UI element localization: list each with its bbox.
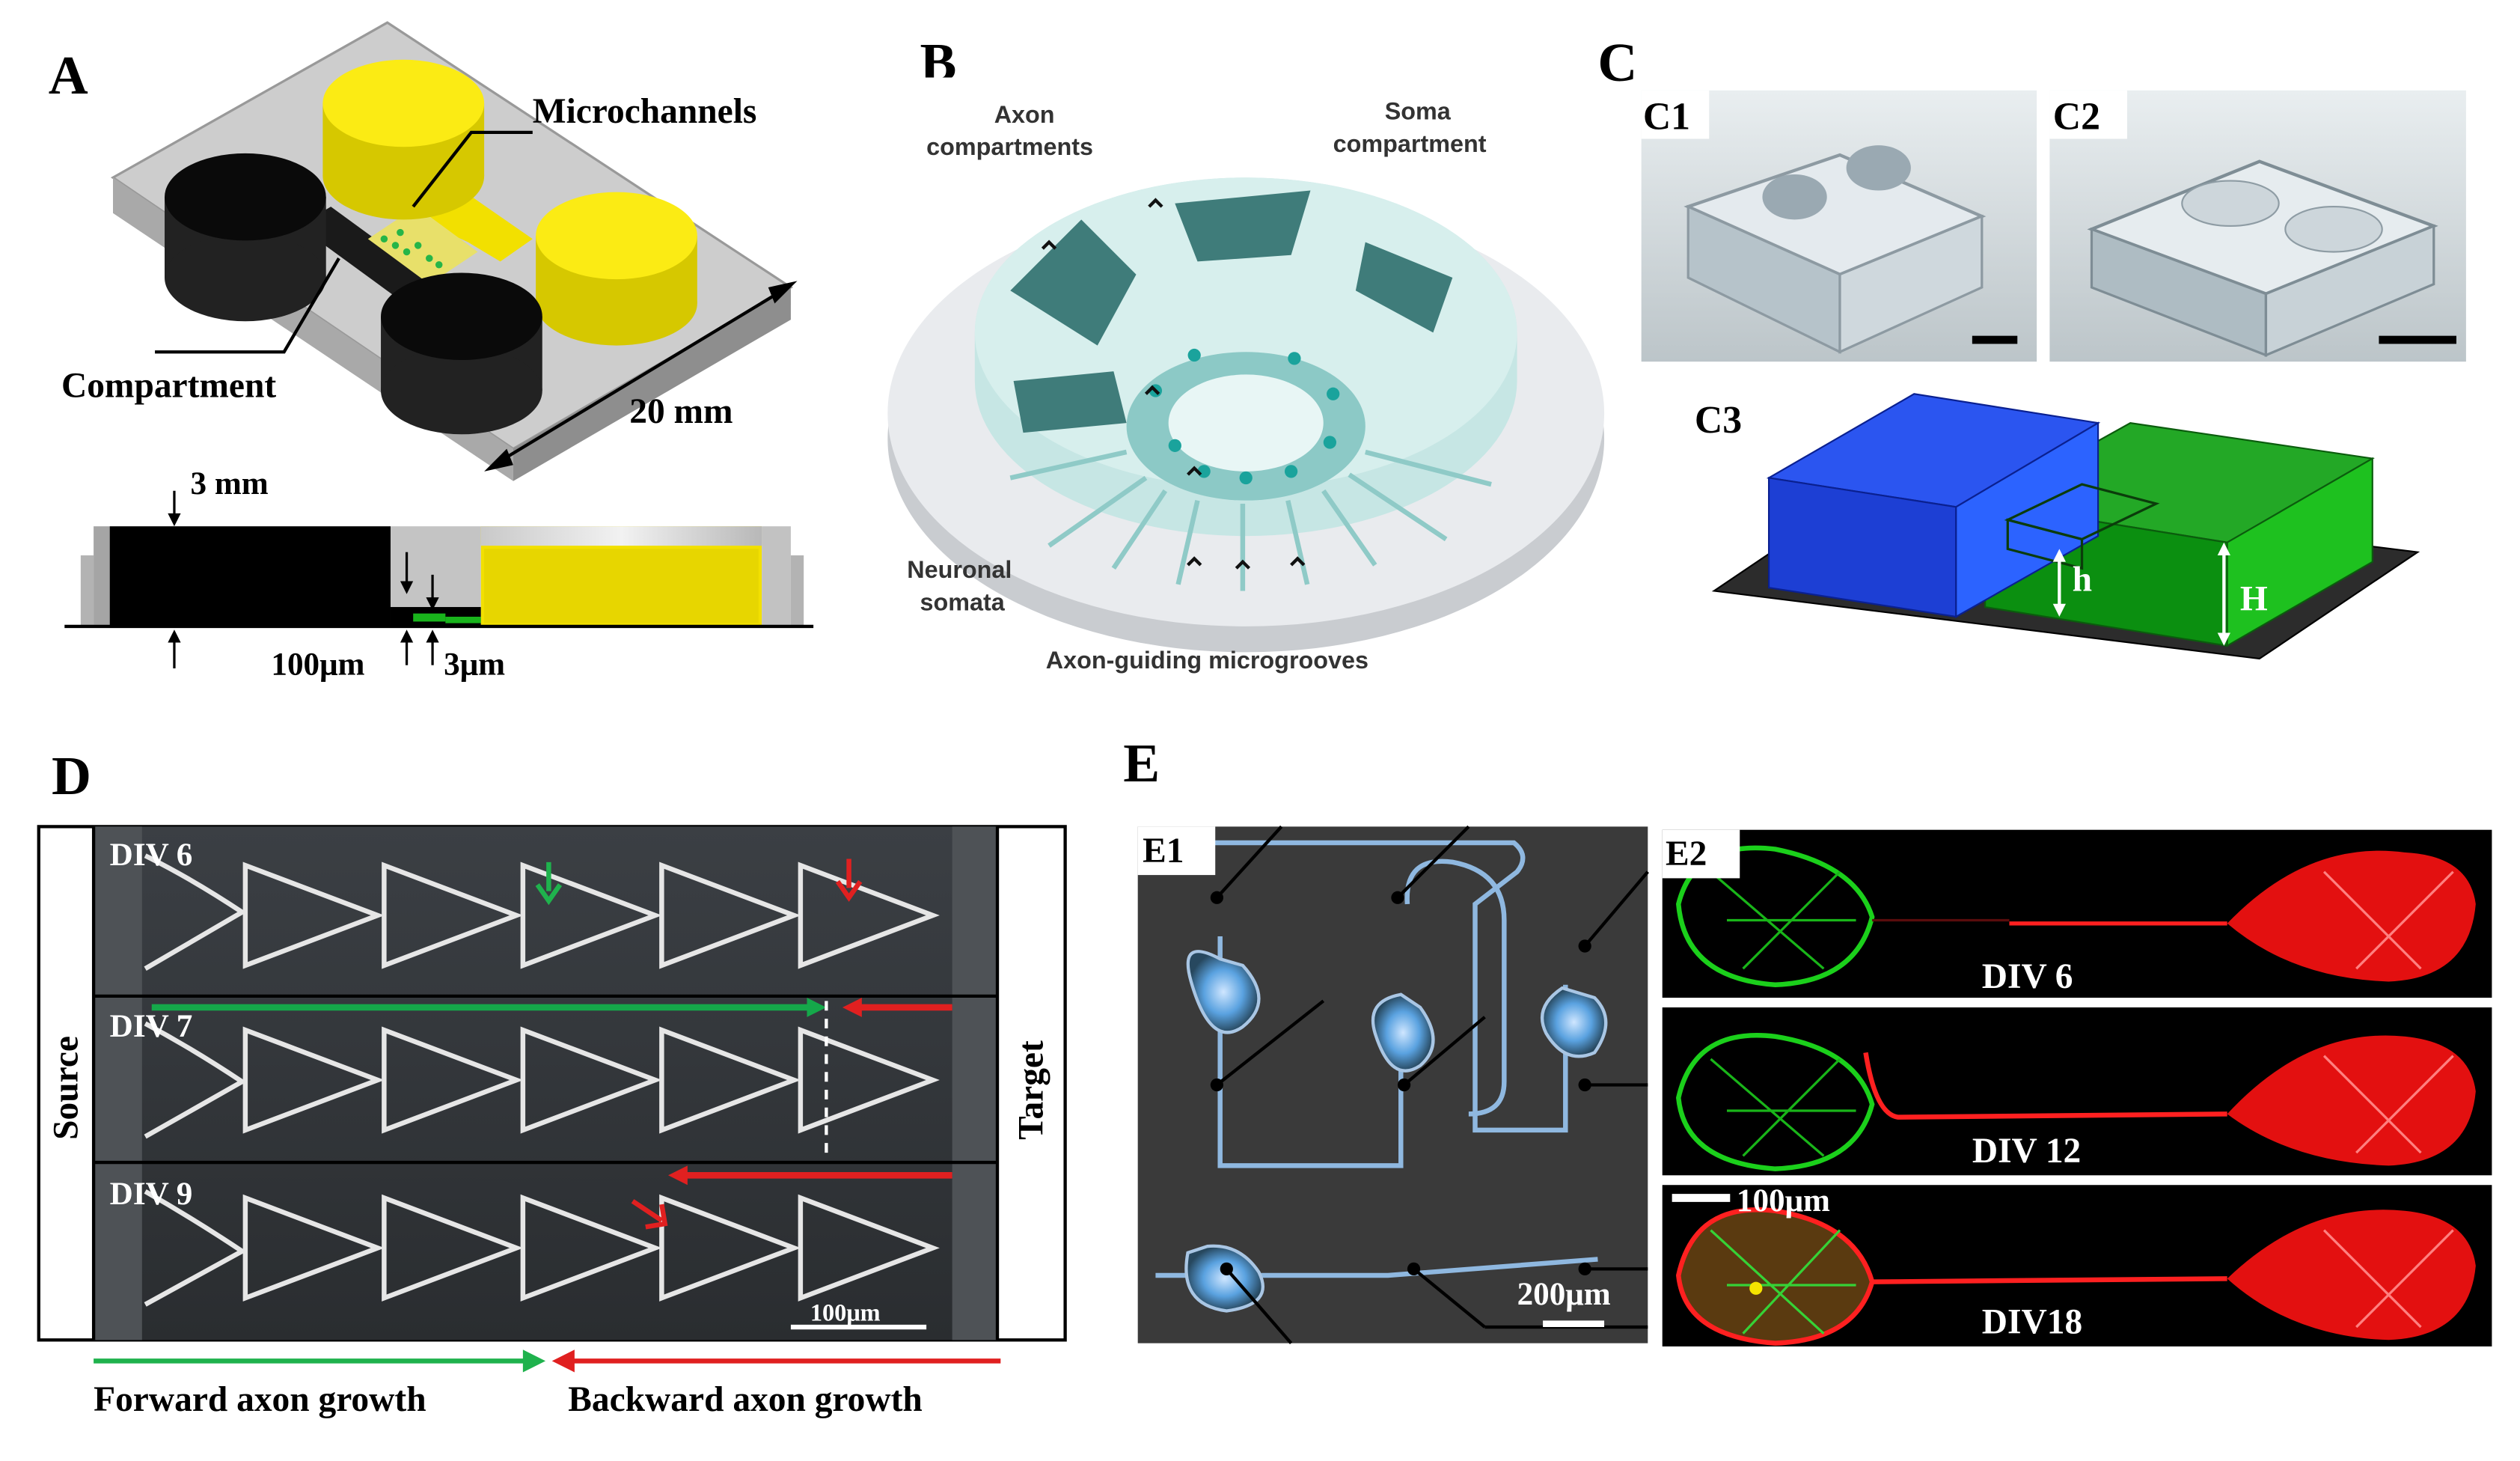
panel-a-label: A [49, 45, 88, 106]
blue-box [1766, 393, 2101, 618]
panel-c: C C1 C2 C3 [1597, 32, 2466, 660]
depth-arrowhead-1 [400, 581, 414, 594]
e2-row-3 [1662, 1185, 2492, 1346]
c1-scalebar [1972, 335, 2018, 344]
c1-block [1683, 145, 2018, 354]
c2-block [2087, 159, 2456, 357]
depth-arrowhead-2 [426, 597, 439, 611]
div-row-1-label: DIV 6 [110, 838, 193, 873]
axon-compartment-bottom-left [1013, 371, 1127, 433]
neuronal-somata-label-2: somata [920, 588, 1005, 615]
panel-d: D DIV 6 DIV 7 DIV 9 [37, 745, 1067, 1419]
panel-d-label: D [52, 745, 91, 806]
source-edge [94, 826, 142, 1340]
source-label: Source [47, 1036, 86, 1140]
soma-well-inner [1168, 374, 1324, 472]
c2-scalebar [2379, 335, 2456, 344]
d-scale-label: 100μm [810, 1299, 881, 1326]
neuronal-somata-dots [1149, 348, 1340, 485]
div-row-3-label: DIV 9 [110, 1177, 193, 1212]
e2-scale-label: 100μm [1737, 1183, 1830, 1218]
yellow-cylinder-top [322, 59, 485, 220]
soma-compartment-label-2: compartment [1333, 130, 1487, 157]
microgrooves [1009, 449, 1492, 591]
panel-c-label: C [1597, 32, 1637, 93]
e2-row-3-label: DIV18 [1982, 1303, 2082, 1342]
h-small-label: h [2073, 560, 2092, 599]
panel-e: E E1 200μm [1123, 733, 2492, 1346]
height-arrowhead-top [168, 513, 181, 527]
backward-label: Backward axon growth [568, 1380, 923, 1419]
panel-a: A [49, 21, 814, 683]
cell-dots [380, 228, 443, 269]
e1-electrode-wires [1215, 825, 1649, 1345]
black-cylinder-left [165, 153, 326, 322]
yellow-cylinder-right [536, 192, 697, 346]
length-arrowhead-b [768, 281, 798, 304]
microgrooves-label: Axon-guiding microgrooves [1046, 647, 1368, 674]
e2-label: E2 [1666, 835, 1707, 873]
red-marker-arrow-2 [631, 1199, 664, 1223]
div-row-2-label: DIV 7 [110, 1009, 193, 1044]
cross-section [64, 526, 814, 629]
axon-compartment-left [1010, 219, 1137, 346]
depth1-label: 100μm [271, 647, 364, 683]
compartment-leader [155, 257, 340, 354]
black-cylinder-bottom [381, 272, 542, 435]
length-label: 20 mm [629, 392, 733, 431]
c2-label: C2 [2053, 96, 2100, 138]
panel-e-label: E [1123, 733, 1160, 793]
c1-label: C1 [1643, 96, 1690, 138]
panel-b: B Axon [887, 32, 1605, 695]
c3-label: C3 [1695, 399, 1742, 442]
e1-channels [1155, 840, 1598, 1278]
height-arrowhead-bottom [168, 629, 181, 643]
e2-row-2 [1662, 1007, 2492, 1176]
e2-row-1 [1662, 829, 2492, 998]
microchannels-label: Microchannels [533, 92, 757, 131]
e2-row-1-label: DIV 6 [1982, 957, 2073, 996]
length-arrowhead-a [484, 448, 513, 472]
e1-label: E1 [1143, 832, 1184, 870]
neuronal-somata-label-1: Neuronal [907, 556, 1012, 583]
target-edge [952, 826, 998, 1340]
axon-compartments-label-1: Axon [994, 101, 1055, 128]
depth-arrowhead-4 [426, 629, 439, 643]
microchannels-leader [412, 130, 533, 208]
microchannel-box [2004, 483, 2160, 570]
e1-scale-label: 200μm [1517, 1277, 1611, 1312]
e2-row-2-label: DIV 12 [1972, 1132, 2081, 1171]
axon-compartments-label-2: compartments [926, 133, 1093, 160]
forward-label: Forward axon growth [94, 1380, 426, 1419]
compartment-label: Compartment [61, 367, 276, 406]
height-label: 3 mm [191, 466, 269, 501]
soma-compartment-label-1: Soma [1385, 98, 1452, 125]
axon-chevrons [1041, 198, 1306, 570]
target-label: Target [1012, 1040, 1050, 1140]
axon-compartment-right [1355, 242, 1453, 333]
axon-compartment-top [1175, 190, 1311, 262]
length-arrow [492, 286, 789, 467]
device-base-right [513, 287, 791, 481]
microchannel-array [367, 207, 478, 284]
triangle-channels [144, 853, 940, 1307]
e1-electrode-dots [1210, 891, 1591, 1276]
depth-arrowhead-3 [400, 629, 414, 643]
depth2-label: 3μm [444, 647, 505, 683]
e1-cell-chambers [1184, 950, 1608, 1313]
h-large-label: H [2240, 579, 2268, 618]
